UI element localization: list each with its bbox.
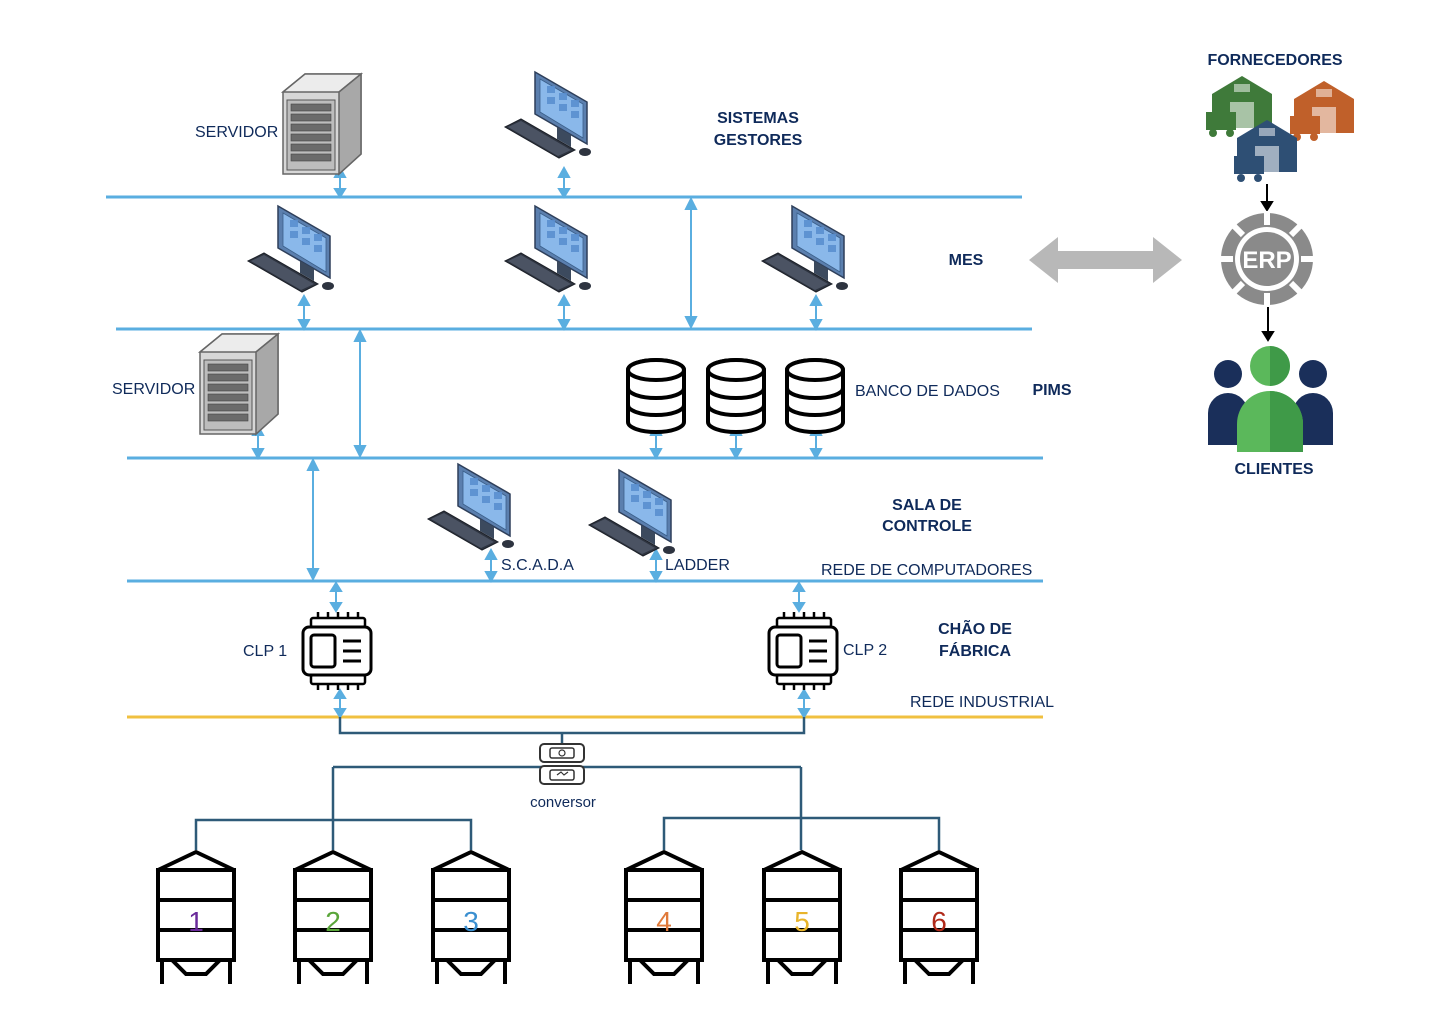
clp1-label: CLP 1	[243, 643, 287, 660]
suppliers-icon	[1206, 76, 1354, 182]
computer-icon	[588, 469, 676, 557]
plc-icon	[301, 610, 373, 692]
suppliers-label: FORNECEDORES	[1207, 52, 1342, 69]
silo-number: 1	[188, 906, 204, 937]
silo-number: 3	[463, 906, 479, 937]
server-label: SERVIDOR	[195, 124, 278, 141]
computer-icon	[504, 205, 592, 293]
computer-icon	[761, 205, 849, 293]
scada-label: S.C.A.D.A	[501, 557, 574, 574]
database-icon	[706, 358, 766, 434]
ladder-label: LADDER	[665, 557, 730, 574]
level-sistemas-gestores-line2: GESTORES	[714, 132, 803, 149]
network-arrows	[251, 165, 823, 719]
database-label: BANCO DE DADOS	[855, 383, 1000, 400]
silo-number: 6	[931, 906, 947, 937]
database-icon	[785, 358, 845, 434]
server-label: SERVIDOR	[112, 381, 195, 398]
computer-icon	[247, 205, 335, 293]
converter-label: conversor	[530, 794, 596, 811]
computer-network-label: REDE DE COMPUTADORES	[821, 562, 1032, 579]
level-chao-fabrica-line1: CHÃO DE	[938, 618, 1012, 638]
silo-number: 5	[794, 906, 810, 937]
silo-numbers: 1 2 3 4 5 6	[188, 906, 947, 937]
computer-icon	[427, 463, 515, 551]
double-arrow-icon	[1029, 237, 1182, 283]
clients-icon	[1208, 346, 1333, 452]
clp2-label: CLP 2	[843, 642, 887, 659]
server-icon	[282, 73, 362, 175]
erp-label: ERP	[1242, 247, 1291, 274]
level-sala-controle-line1: SALA DE	[892, 497, 962, 514]
level-sala-controle-line2: CONTROLE	[882, 518, 972, 535]
silo-number: 4	[656, 906, 672, 937]
level-mes: MES	[949, 252, 984, 269]
server-icon	[199, 333, 279, 435]
silo-number: 2	[325, 906, 341, 937]
erp-gear-icon: ERP	[1219, 211, 1315, 307]
clients-label: CLIENTES	[1234, 461, 1313, 478]
industrial-network-label: REDE INDUSTRIAL	[910, 694, 1054, 711]
computer-icon	[504, 71, 592, 159]
converter-icon	[539, 743, 585, 785]
level-chao-fabrica-line2: FÁBRICA	[939, 641, 1011, 660]
level-sistemas-gestores-line1: SISTEMAS	[717, 110, 799, 127]
supply-chain-arrows	[1260, 184, 1275, 342]
database-icon	[626, 358, 686, 434]
plc-icon	[767, 610, 839, 692]
level-pims: PIMS	[1032, 382, 1071, 399]
